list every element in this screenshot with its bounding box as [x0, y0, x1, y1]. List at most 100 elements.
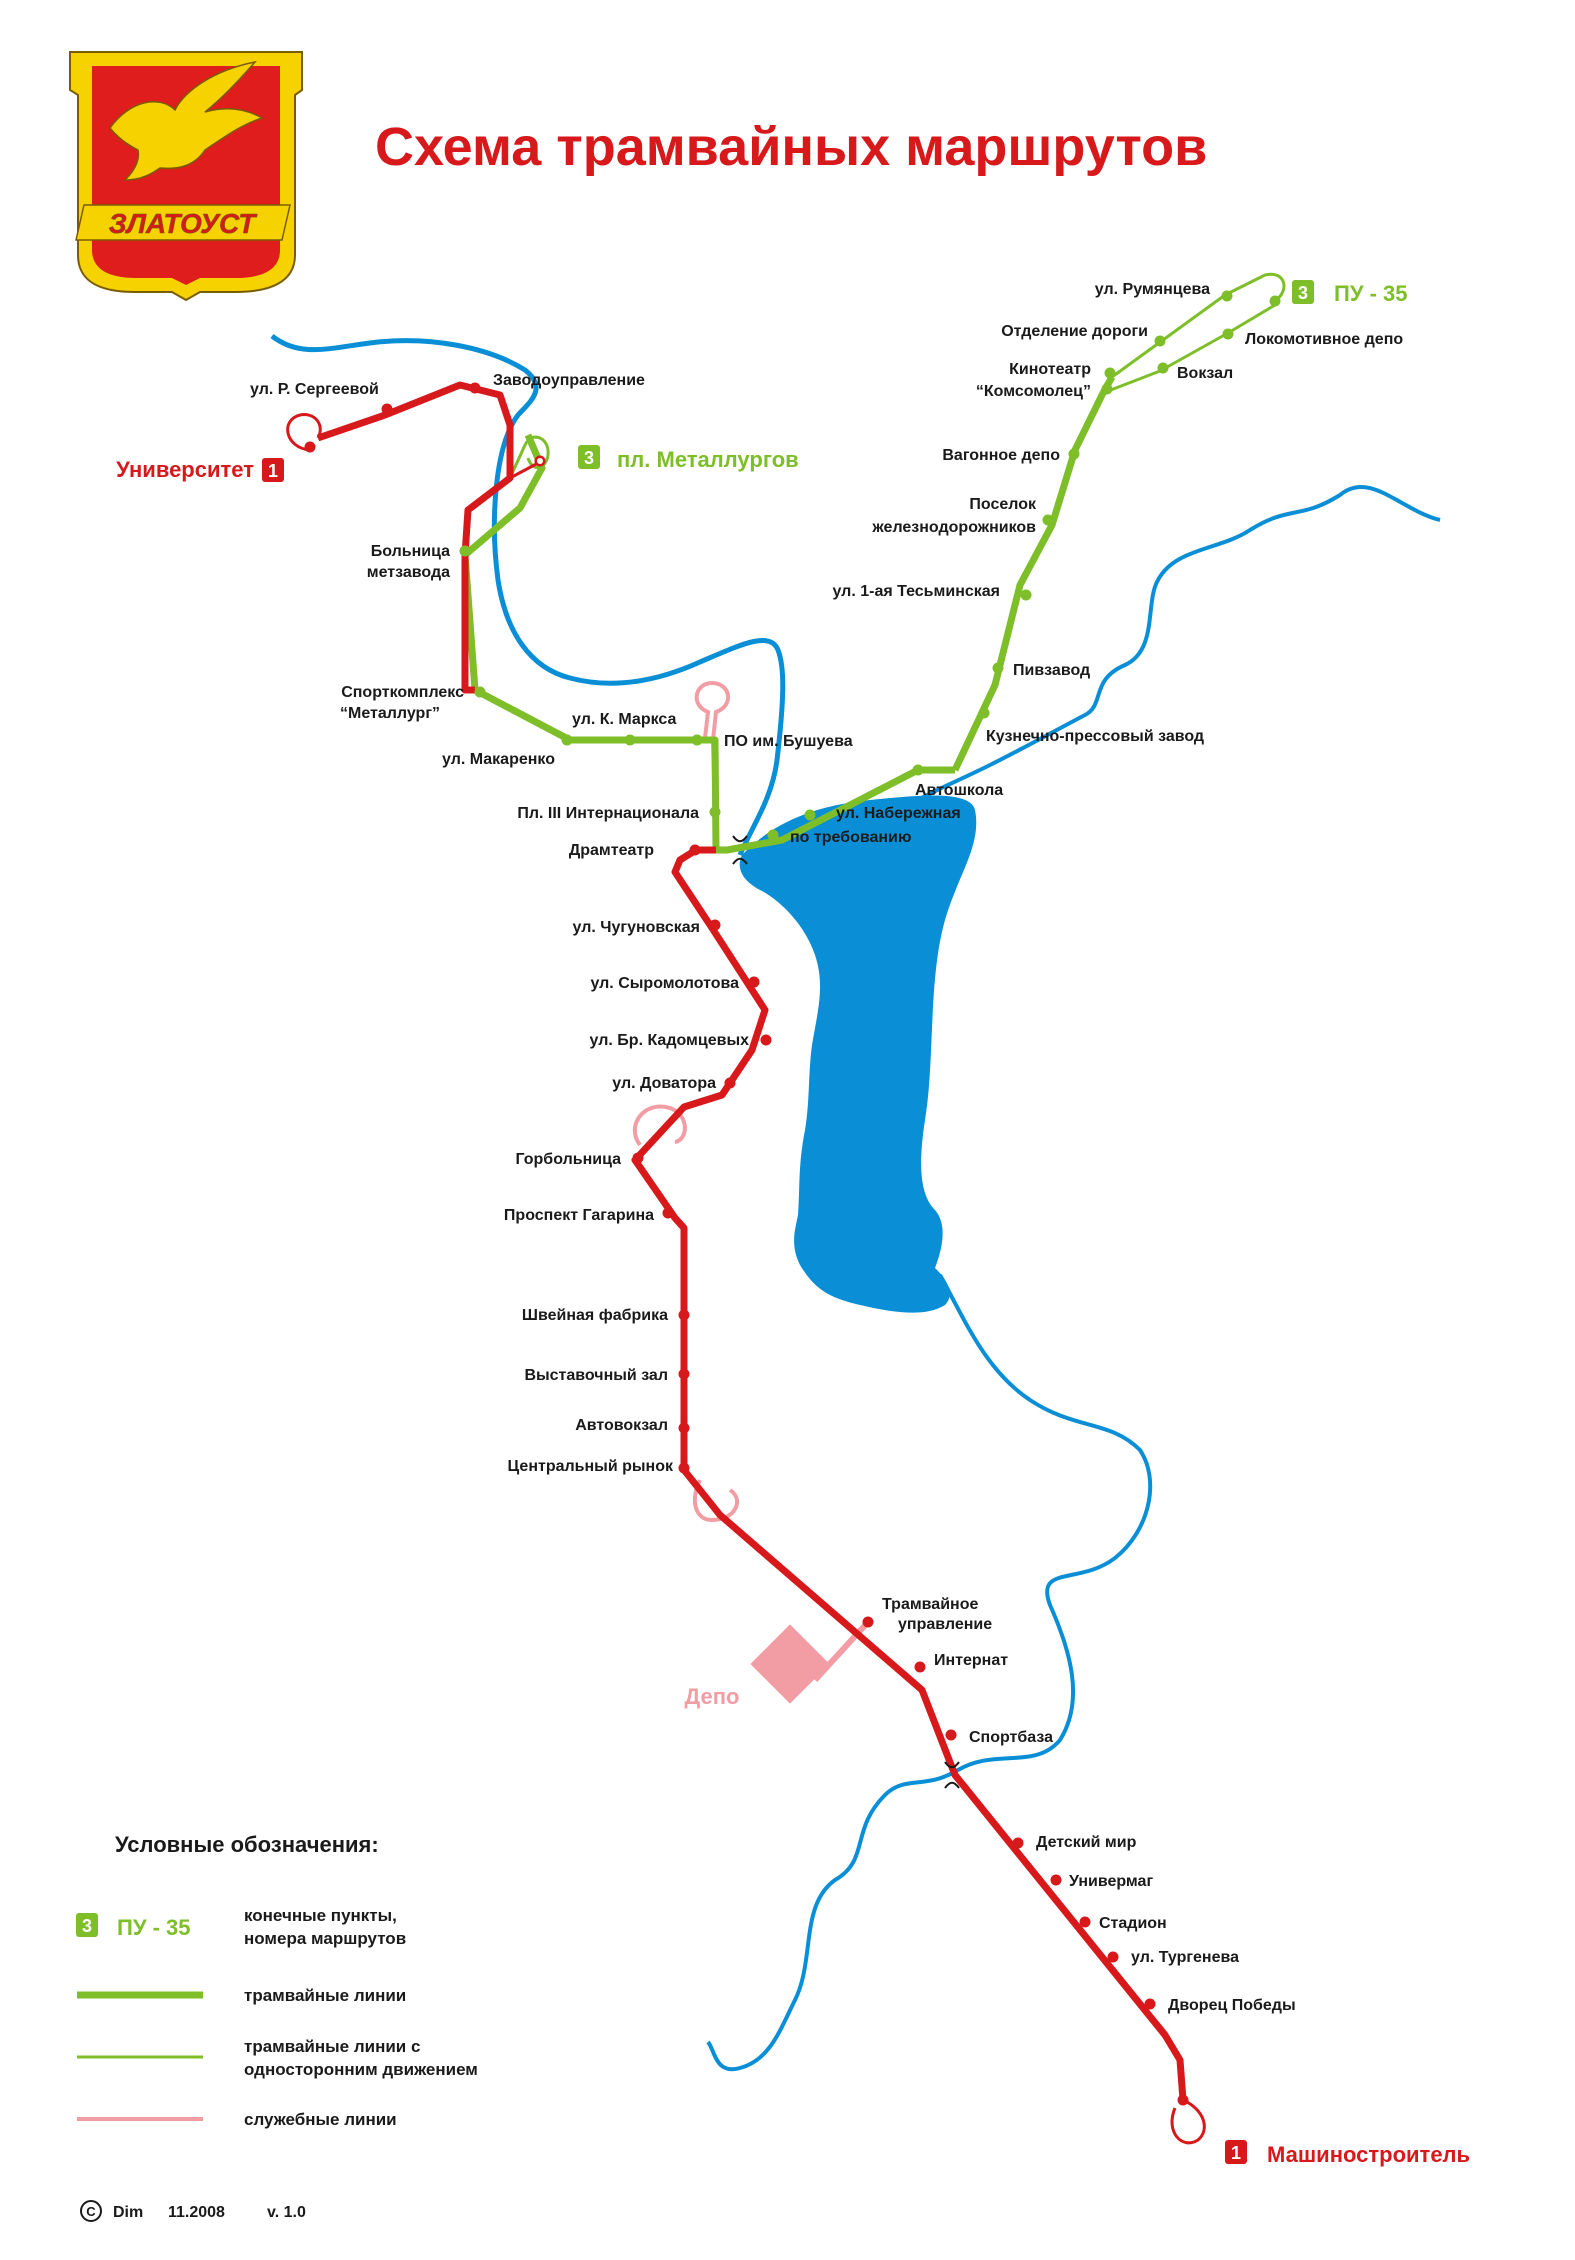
service-loop-rynok [692, 1479, 739, 1523]
stop-chugunovskaya[interactable] [709, 919, 721, 931]
label-kinoteatr-1: Кинотеатр [1009, 361, 1091, 378]
route-1-north [316, 381, 514, 694]
stop-internat[interactable] [914, 1661, 926, 1673]
label-chugunovskaya: ул. Чугуновская [573, 919, 700, 936]
stop-shveynaya[interactable] [678, 1309, 690, 1321]
station-dots-red [304, 382, 1189, 2106]
stop-naberezhnaya[interactable] [804, 809, 816, 821]
bridge-icon [732, 835, 748, 865]
depot-label: Депо [685, 1684, 740, 1709]
copyright-date: 11.2008 [168, 2204, 225, 2221]
legend-terminals-2: номера маршрутов [244, 1929, 406, 1948]
label-tesminskaya: ул. 1-ая Тесьминская [832, 583, 1000, 600]
copyright-author: Dim [113, 2204, 143, 2221]
stop-avtovokzal[interactable] [678, 1422, 690, 1434]
stop-kinoteatr-2[interactable] [1101, 383, 1113, 395]
stop-gorbolnitsa[interactable] [632, 1152, 644, 1164]
station-labels: ул. Р. Сергеевой Заводоуправление Больни… [250, 281, 1403, 2014]
stop-syromolotova[interactable] [748, 976, 760, 988]
stop-sergeevoy[interactable] [381, 403, 393, 415]
stop-mashinostroitel[interactable] [1177, 2094, 1189, 2106]
terminal-pu35[interactable]: 3 ПУ - 35 [1292, 280, 1408, 306]
legend-oneway-1: трамвайные линии с [244, 2037, 420, 2056]
stop-gagarina[interactable] [662, 1207, 674, 1219]
label-syromolotova: ул. Сыромолотова [590, 975, 739, 992]
stop-makarenko[interactable] [561, 734, 573, 746]
stop-vystavochny[interactable] [678, 1368, 690, 1380]
stop-lokomotivnoe[interactable] [1222, 328, 1234, 340]
label-tramvaynoe-1: Трамвайное [882, 1596, 978, 1613]
terminal-mashinostroitel[interactable]: 1 Машиностроитель [1225, 2140, 1470, 2167]
stop-po-trebovaniyu[interactable] [767, 829, 779, 841]
terminal-name: Машиностроитель [1267, 2142, 1470, 2167]
stop-bolnitsa[interactable] [459, 545, 471, 557]
label-gagarina: Проспект Гагарина [504, 1207, 654, 1224]
label-kinoteatr-2: “Комсомолец” [976, 383, 1091, 400]
label-poselok-1: Поселок [969, 496, 1037, 513]
stop-detsky[interactable] [1012, 1837, 1024, 1849]
legend-title: Условные обозначения: [115, 1832, 379, 1857]
label-detsky: Детский мир [1036, 1834, 1137, 1851]
stop-vokzal[interactable] [1157, 362, 1169, 374]
terminal-name: Университет [116, 457, 254, 482]
service-loop-bushueva [694, 680, 730, 741]
stop-pu35[interactable] [1269, 295, 1281, 307]
stop-tramvaynoe[interactable] [862, 1616, 874, 1628]
label-poselok-2: железнодорожников [871, 519, 1036, 536]
label-bolnitsa-1: Больница [371, 543, 450, 560]
stop-tesminskaya[interactable] [1020, 589, 1032, 601]
legend-lines: трамвайные линии [244, 1986, 406, 2005]
river-lower [706, 1274, 1153, 2072]
station-dots-green [459, 290, 1281, 841]
stop-avtoshkola[interactable] [912, 764, 924, 776]
stop-sportbaza[interactable] [945, 1729, 957, 1741]
stop-poselok[interactable] [1042, 514, 1054, 526]
label-sportbaza: Спортбаза [969, 1729, 1053, 1746]
service-loop-gorbolnitsa [632, 1104, 687, 1147]
legend-oneway-2: односторонним движением [244, 2060, 478, 2079]
stop-kadomtsevykh[interactable] [760, 1034, 772, 1046]
stop-dvorets[interactable] [1144, 1998, 1156, 2010]
stop-marksa[interactable] [624, 734, 636, 746]
route-1-mashinostroitel-loop [1170, 2098, 1206, 2145]
stop-dovatora[interactable] [724, 1077, 736, 1089]
copyright-icon [80, 2200, 102, 2222]
stop-dramteatr[interactable] [689, 844, 701, 856]
label-dovatora: ул. Доватора [612, 1075, 716, 1092]
stop-univermag[interactable] [1050, 1874, 1062, 1886]
stop-tsentralny[interactable] [678, 1462, 690, 1474]
stop-bushueva[interactable] [691, 734, 703, 746]
river-right [916, 484, 1441, 802]
terminal-metallurgov[interactable]: 3 пл. Металлургов [578, 445, 799, 472]
stop-kuznechno[interactable] [978, 707, 990, 719]
bridge-icons [732, 835, 960, 1789]
stop-otdelenie[interactable] [1154, 335, 1166, 347]
label-turgeneva: ул. Тургенева [1131, 1949, 1239, 1966]
label-otdelenie: Отделение дороги [1001, 323, 1148, 340]
service-link-depot [812, 1619, 871, 1683]
stop-internatsionala[interactable] [709, 806, 721, 818]
stop-turgeneva[interactable] [1107, 1951, 1119, 1963]
copyright-icon-c: C [86, 2204, 96, 2219]
label-tsentralny: Центральный рынок [508, 1458, 674, 1475]
terminal-university[interactable]: Университет 1 [116, 457, 284, 482]
stop-pivzavod[interactable] [992, 662, 1004, 674]
label-univermag: Универмаг [1069, 1873, 1153, 1890]
depot-area [750, 1624, 830, 1704]
terminal-name: пл. Металлургов [617, 447, 799, 472]
label-makarenko: ул. Макаренко [442, 751, 555, 768]
legend-service: служебные линии [244, 2110, 397, 2129]
stop-kinoteatr[interactable] [1104, 367, 1116, 379]
stop-vagonnoe[interactable] [1068, 448, 1080, 460]
stop-stadion[interactable] [1079, 1916, 1091, 1928]
legend-route-badge [76, 1913, 98, 1937]
stop-sportkompleks[interactable] [474, 686, 486, 698]
route-3-main [461, 433, 955, 854]
label-zavodoupravlenie: Заводоуправление [493, 372, 645, 389]
stop-rumyantseva[interactable] [1221, 290, 1233, 302]
stop-university[interactable] [304, 441, 316, 453]
pegasus-icon [109, 60, 264, 181]
label-vagonnoe: Вагонное депо [942, 447, 1060, 464]
stop-zavodoupravlenie[interactable] [469, 382, 481, 394]
